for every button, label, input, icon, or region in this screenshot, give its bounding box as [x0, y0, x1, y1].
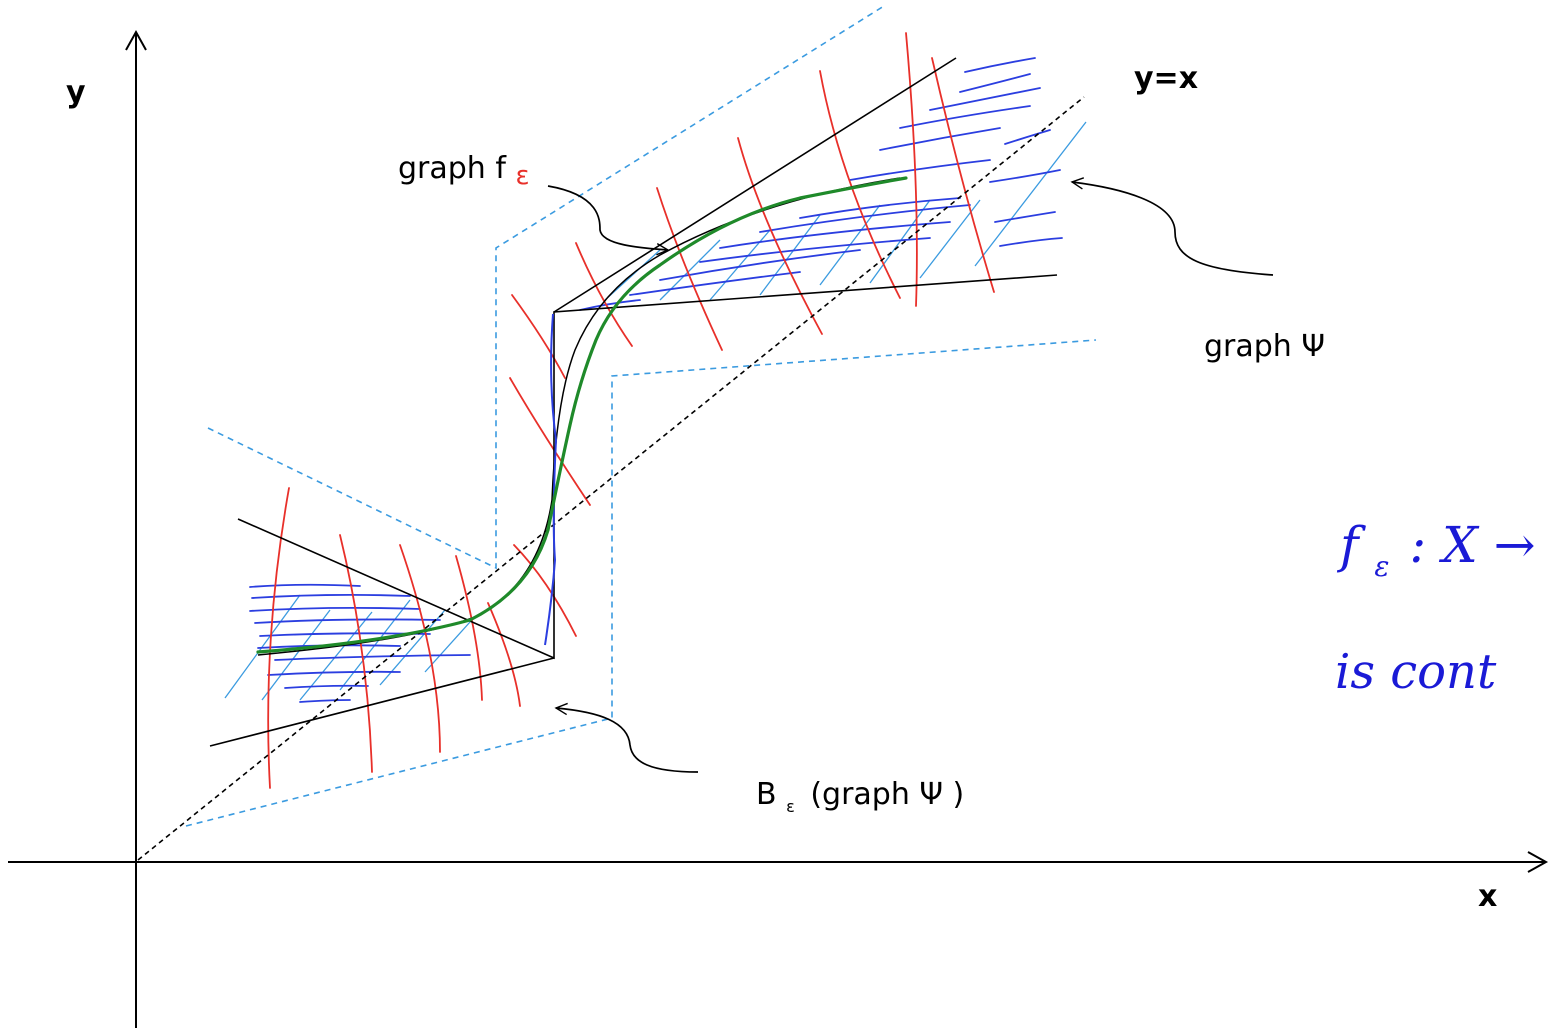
arrow-graph-psi — [1072, 182, 1274, 276]
handwritten-f-subscript: ε — [1374, 550, 1389, 583]
graph-f-label-subscript: ε — [515, 161, 529, 191]
neighbourhood-label-prefix: B — [756, 777, 777, 812]
graph-psi-upper-outline — [209, 657, 555, 747]
handwritten-line-1: f ε : X → — [1336, 516, 1535, 588]
handwritten-f: f — [1336, 516, 1366, 574]
graph-f-eps — [256, 176, 908, 654]
neighbourhood-lower-boundary — [185, 339, 1097, 827]
arrow-graph-f — [547, 185, 668, 250]
diagonal-label: y=x — [1134, 61, 1198, 96]
diagonal-line — [137, 96, 1085, 861]
neighbourhood-label: B ε (graph Ψ ) — [756, 777, 964, 820]
graph-psi-top-outline — [553, 57, 957, 313]
y-axis-label: y — [66, 75, 86, 110]
y-axis-arrowhead — [125, 29, 147, 51]
vertical-strokes — [267, 32, 995, 789]
light-hatch-lines — [224, 121, 1087, 701]
graph-f-label: graph f ε — [398, 151, 530, 191]
handwritten-map-text: : X → — [1409, 516, 1535, 574]
neighbourhood-label-suffix: (graph Ψ ) — [810, 777, 964, 812]
arrow-neighbourhood — [556, 708, 699, 773]
neighbourhood-boundary — [185, 5, 1097, 827]
annotation-arrows — [547, 182, 1274, 773]
handwritten-line-2: is cont — [1335, 644, 1497, 700]
horizontal-strokes — [249, 57, 1063, 703]
graph-psi-label: graph Ψ — [1204, 329, 1325, 364]
neighbourhood-upper-boundary — [207, 5, 885, 570]
neighbourhood-label-subscript: ε — [786, 797, 795, 816]
axes — [8, 29, 1549, 1028]
graph-psi-lower-outline — [237, 274, 1058, 660]
x-axis-arrowhead — [1527, 851, 1549, 873]
graph-f-label-text: graph f — [398, 151, 507, 186]
x-axis-label: x — [1478, 879, 1497, 914]
